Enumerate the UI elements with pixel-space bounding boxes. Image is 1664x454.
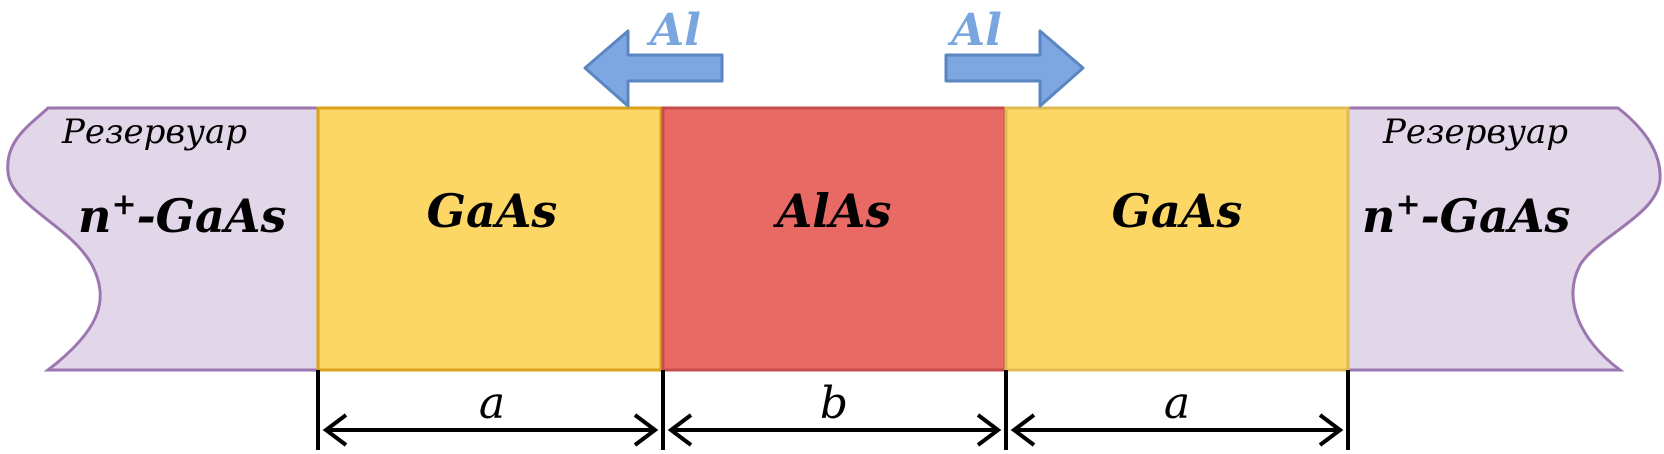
al-arrow-left-icon	[583, 29, 724, 108]
gaas-layer-left	[316, 106, 663, 372]
layer-label-gaas-left: GaAs	[427, 184, 558, 238]
dim-label-a-left: a	[479, 378, 505, 429]
layer-label-alas: AlAs	[773, 184, 892, 238]
reservoir-material-right: n+-GaAs	[1362, 187, 1570, 243]
gaas-layer-right	[1004, 106, 1350, 372]
reservoir-caption-left: Резервуар	[61, 112, 247, 152]
al-arrow-right-icon	[944, 29, 1085, 108]
dim-label-b: b	[820, 378, 848, 429]
reservoir-material-left: n+-GaAs	[78, 187, 286, 243]
al-label-right: Al	[947, 5, 1002, 56]
left-reservoir	[6, 106, 320, 372]
layer-label-gaas-right: GaAs	[1112, 184, 1243, 238]
dim-arrow-a-right	[1010, 413, 1344, 447]
dim-arrow-b	[667, 413, 1002, 447]
al-label-left: Al	[646, 5, 701, 56]
alas-layer	[661, 106, 1007, 372]
dim-label-a-right: a	[1164, 378, 1190, 429]
dim-arrow-a-left	[322, 413, 659, 447]
right-reservoir	[1346, 106, 1662, 372]
reservoir-caption-right: Резервуар	[1382, 112, 1568, 152]
